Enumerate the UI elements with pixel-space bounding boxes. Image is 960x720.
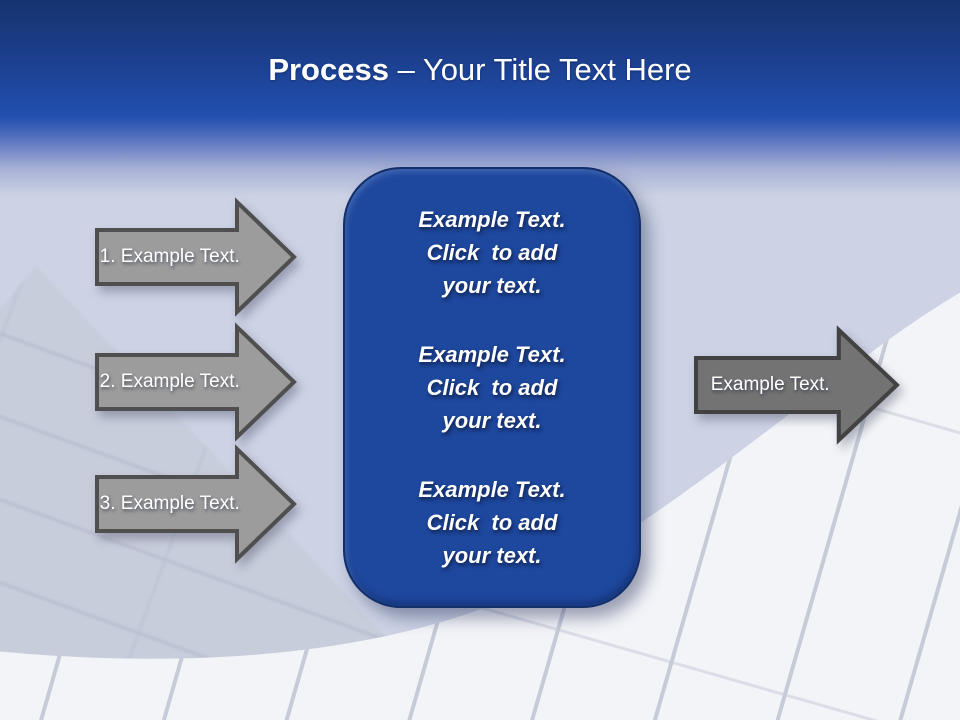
title-rest-text: – Your Title Text Here [388,52,692,87]
slide-title[interactable]: Process – Your Title Text Here [0,52,960,88]
white-tile-sweep [0,292,960,720]
process-step-arrow-2[interactable]: 2. Example Text. [95,322,297,442]
title-bold-text: Process [268,52,389,87]
right-arrow-icon [95,322,297,442]
placeholder-text-2[interactable]: Example Text. Click to add your text. [418,342,566,433]
process-step-arrow-3[interactable]: 3. Example Text. [95,444,297,564]
placeholder-text-3[interactable]: Example Text. Click to add your text. [418,477,566,568]
right-arrow-icon [95,197,297,317]
output-arrow[interactable]: Example Text. [694,325,900,445]
right-arrow-icon [95,444,297,564]
right-arrow-icon [694,325,900,445]
process-step-arrow-1[interactable]: 1. Example Text. [95,197,297,317]
center-text-box[interactable]: Example Text. Click to add your text. Ex… [343,167,641,608]
placeholder-text-1[interactable]: Example Text. Click to add your text. [418,207,566,298]
